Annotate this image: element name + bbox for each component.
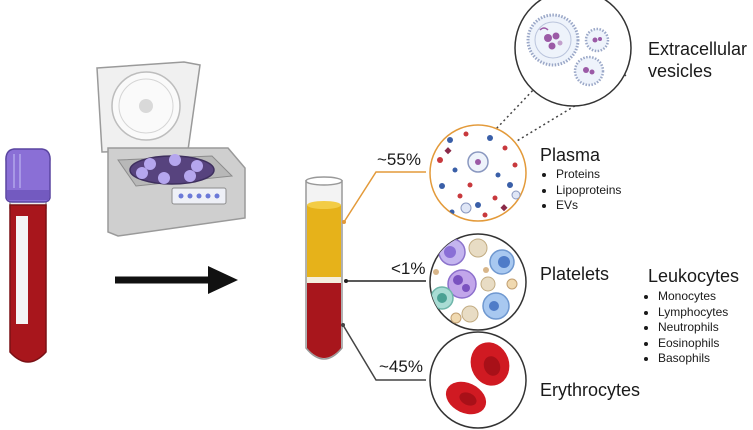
list-item: Basophils	[658, 351, 728, 367]
ev-label: Extracellular vesicles	[648, 38, 747, 82]
list-item: Neutrophils	[658, 320, 728, 336]
plasma-circle	[429, 124, 527, 222]
tube-cap	[5, 148, 51, 203]
list-item: Lipoproteins	[556, 183, 621, 199]
list-item: Lymphocytes	[658, 305, 728, 321]
list-item: Proteins	[556, 167, 621, 183]
plasma-layer	[307, 205, 341, 277]
platelets-title: Platelets	[540, 264, 610, 284]
whole-blood-tube	[5, 148, 51, 363]
erythrocytes-title: Erythrocytes	[540, 380, 641, 400]
extracellular-vesicles-circle	[514, 0, 632, 107]
buffy-coat-layer	[307, 277, 341, 283]
platelets-circle	[429, 233, 527, 331]
ev-label-line-2: vesicles	[648, 61, 713, 81]
plasma-connector	[343, 171, 426, 223]
leukocytes-title: Leukocytes	[648, 266, 740, 286]
list-item: EVs	[556, 198, 621, 214]
ev-label-line-1: Extracellular	[648, 39, 748, 59]
plasma-title: Plasma	[540, 145, 601, 165]
leukocytes-list: Monocytes Lymphocytes Neutrophils Eosino…	[642, 289, 728, 367]
red-cell-layer	[307, 283, 341, 358]
list-item: Monocytes	[658, 289, 728, 305]
platelet-percentage: <1%	[391, 259, 426, 278]
tube-label	[16, 216, 28, 324]
list-item: Eosinophils	[658, 336, 728, 352]
erythrocytes-circle	[429, 331, 527, 429]
erythrocyte-connector	[342, 324, 426, 381]
plasma-percentage: ~55%	[377, 150, 421, 169]
process-arrow	[115, 266, 238, 294]
plasma-list: Proteins Lipoproteins EVs	[540, 167, 621, 214]
cap-rim	[7, 190, 49, 200]
centrifuge-icon	[96, 61, 246, 237]
separated-tube	[305, 176, 343, 360]
erythrocyte-percentage: ~45%	[379, 357, 423, 376]
